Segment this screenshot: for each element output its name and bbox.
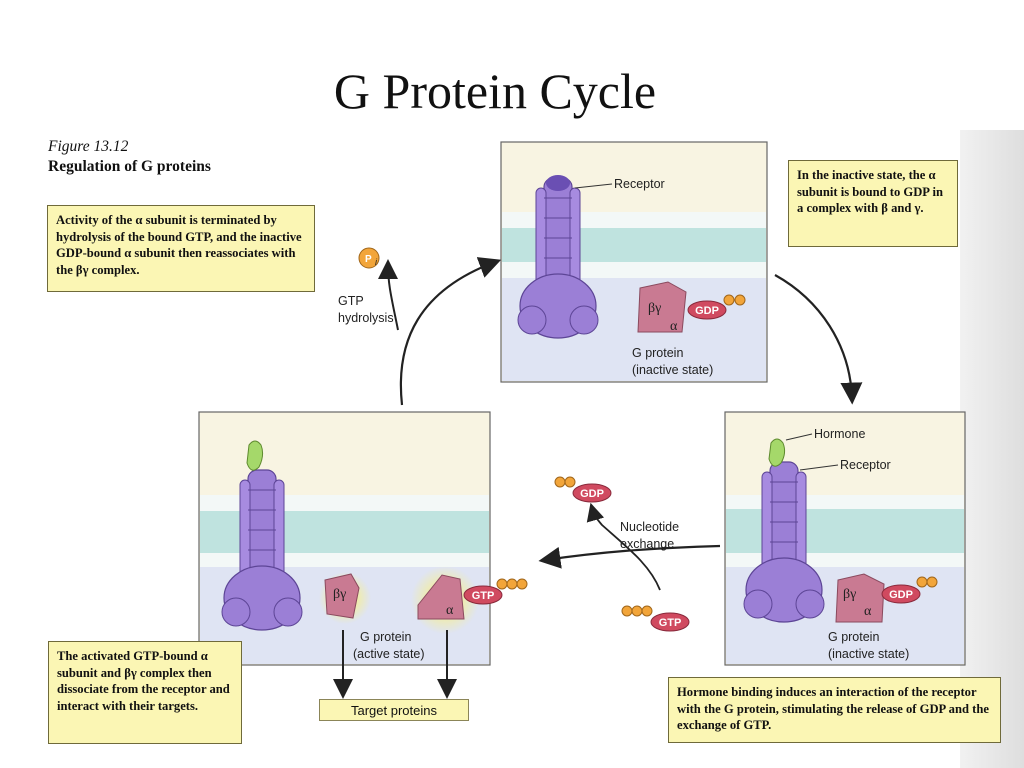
g-protein-label: G protein (360, 630, 411, 644)
alpha-subunit (417, 574, 465, 620)
beta-gamma-subunit (324, 573, 360, 619)
panel-hormone-right: Hormone Receptor βγ α GDP G protein (ina… (724, 411, 966, 666)
cycle-arrow-to-top (399, 257, 502, 406)
cycle-arrow-to-left (538, 544, 721, 569)
scanned-page-edge (960, 130, 1024, 768)
inactive-state-label: (inactive state) (828, 647, 909, 661)
note-inactive-state: In the inactive state, the α subunit is … (788, 160, 958, 247)
gtp-hydrolysis-label-line2: hydrolysis (338, 311, 394, 325)
gdp-pill-label: GDP (889, 589, 913, 601)
receptor-label: Receptor (840, 458, 891, 472)
note-hormone-binding: Hormone binding induces an interaction o… (668, 677, 1001, 743)
pi-subscript: i (375, 257, 378, 267)
released-gdp-pill (572, 483, 612, 503)
inactive-state-label: (inactive state) (632, 363, 713, 377)
phosphate-dot (916, 576, 928, 588)
phosphate-dot (926, 576, 938, 588)
panel-active-left: βγ α GTP G protein (active state) (198, 411, 528, 699)
arrow-pi-release (378, 259, 399, 331)
phosphate-dot (554, 476, 566, 488)
active-state-label: (active state) (353, 647, 425, 661)
gdp-pill-label: GDP (695, 305, 719, 317)
beta-gamma-label: βγ (333, 587, 346, 602)
phosphate-pi (358, 247, 380, 269)
target-proteins-box: Target proteins (319, 699, 469, 721)
phosphate-dot (516, 578, 528, 590)
incoming-gtp-pill (650, 612, 690, 632)
hormone-leader-line (785, 433, 813, 441)
cycle-arrow-to-right (774, 274, 863, 405)
nucleotide-exchange-label-line2: exchange (620, 537, 674, 551)
note-activated-dissociate: The activated GTP-bound α subunit and βγ… (48, 641, 242, 744)
slide-title: G Protein Cycle (333, 63, 657, 119)
figure-caption: Regulation of G proteins (48, 158, 211, 175)
alpha-label: α (864, 604, 872, 619)
phosphate-dot (631, 605, 643, 617)
phosphate-dot (496, 578, 508, 590)
g-protein-label: G protein (828, 630, 879, 644)
phosphate-dot (506, 578, 518, 590)
phosphate-dot (564, 476, 576, 488)
receptor-label: Receptor (614, 177, 665, 191)
released-gdp-label: GDP (580, 488, 604, 500)
beta-gamma-label: βγ (843, 587, 856, 602)
panel-inactive-top: Receptor βγ α GDP G protein (inactive st… (500, 141, 768, 383)
phosphate-dot (734, 294, 746, 306)
hormone-molecule (246, 440, 264, 471)
gtp-pill-label: GTP (472, 590, 495, 602)
pi-label: P (365, 254, 372, 265)
hormone-label: Hormone (814, 427, 865, 441)
nucleotide-exchange-label: Nucleotide (620, 520, 679, 534)
receptor-binding-site (546, 175, 570, 191)
arrow-gdp-release (586, 502, 661, 591)
alpha-label: α (670, 319, 678, 334)
g-protein-complex (835, 573, 885, 623)
alpha-label: α (446, 603, 454, 618)
receptor-leader-line (574, 183, 613, 189)
phosphate-dot (621, 605, 633, 617)
phosphate-dot (641, 605, 653, 617)
note-gtp-hydrolysis: Activity of the α subunit is terminated … (47, 205, 315, 292)
figure-label: Figure 13.12 (48, 138, 129, 155)
phosphate-dot (723, 294, 735, 306)
gdp-pill (881, 584, 921, 604)
gdp-pill (687, 300, 727, 320)
hormone-molecule (768, 438, 786, 467)
g-protein-complex (637, 281, 687, 333)
g-protein-label: G protein (632, 346, 683, 360)
beta-gamma-label: βγ (648, 301, 661, 316)
incoming-gtp-label: GTP (659, 617, 682, 629)
gtp-hydrolysis-label: GTP (338, 294, 364, 308)
receptor-leader-line (799, 464, 839, 471)
gtp-pill (463, 585, 503, 605)
